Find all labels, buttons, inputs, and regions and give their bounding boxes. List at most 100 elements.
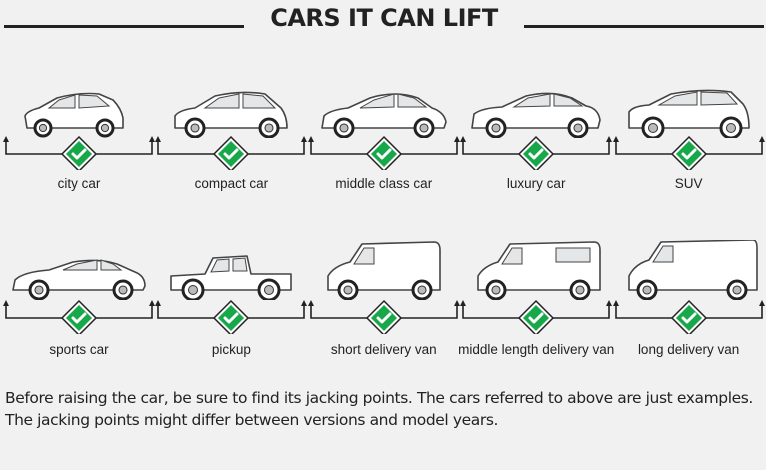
checkmark-icon xyxy=(223,148,239,160)
arrow-up-icon xyxy=(460,300,467,306)
lift-bracket xyxy=(612,135,765,170)
lift-bracket xyxy=(460,135,613,170)
title-bar: CARS IT CAN LIFT xyxy=(0,0,766,40)
checkmark-icon xyxy=(376,312,392,324)
vehicle-card: pickup xyxy=(155,240,308,360)
vehicle-card: compact car xyxy=(155,78,308,198)
arrow-up-icon xyxy=(453,136,460,142)
vehicle-hub xyxy=(343,285,353,295)
lift-bracket xyxy=(155,299,308,334)
title-rule-left xyxy=(4,25,244,28)
lift-bracket xyxy=(460,299,613,334)
arrow-up-icon xyxy=(3,300,9,306)
vehicle-windows xyxy=(352,247,375,265)
arrow-up-icon xyxy=(301,136,308,142)
arrow-up-icon xyxy=(758,136,765,142)
vehicle-card: luxury car xyxy=(460,78,613,198)
vehicle-illustration xyxy=(477,241,601,300)
vehicle-hub xyxy=(575,285,585,295)
vehicle-hub xyxy=(725,123,736,133)
arrow-up-icon xyxy=(612,300,619,306)
arrow-up-icon xyxy=(149,300,155,306)
vehicle-windows xyxy=(210,257,248,273)
vehicle-illustration xyxy=(320,93,447,138)
vehicle-label: middle class car xyxy=(335,176,433,191)
checkmark-icon xyxy=(376,148,392,160)
vehicle-hub xyxy=(732,285,742,295)
arrow-up-icon xyxy=(460,136,467,142)
vehicle-card: short delivery van xyxy=(307,240,460,360)
vehicle-label: compact car xyxy=(194,176,269,191)
vehicle-label: SUV xyxy=(674,176,703,191)
arrow-up-icon xyxy=(155,136,162,142)
lift-bracket xyxy=(307,135,460,170)
vehicle-card: long delivery van xyxy=(612,240,765,360)
arrow-up-icon xyxy=(149,136,155,142)
vehicle-windows xyxy=(656,91,738,106)
vehicle-hub xyxy=(642,285,652,295)
vehicle-illustration xyxy=(471,92,601,138)
vehicle-card: sports car xyxy=(3,240,155,360)
lift-bracket xyxy=(307,299,460,334)
vehicle-hub xyxy=(264,285,275,295)
title-rule-right xyxy=(524,25,764,28)
vehicle-body xyxy=(326,241,441,291)
checkmark-icon xyxy=(528,148,544,160)
vehicle-label: middle length delivery van xyxy=(458,342,615,357)
jacking-points-note: Before raising the car, be sure to find … xyxy=(5,387,761,431)
vehicle-hub xyxy=(491,285,501,295)
vehicle-hub xyxy=(190,123,200,133)
arrow-up-icon xyxy=(606,136,613,142)
vehicle-windows xyxy=(359,93,428,109)
vehicle-hub xyxy=(188,285,199,295)
checkmark-icon xyxy=(71,148,87,160)
lift-bracket xyxy=(155,135,308,170)
checkmark-icon xyxy=(223,312,239,324)
vehicle-windows xyxy=(651,245,674,263)
arrow-up-icon xyxy=(307,300,314,306)
vehicle-illustration xyxy=(174,91,289,138)
vehicle-windows xyxy=(47,94,111,109)
vehicle-windows xyxy=(203,93,277,109)
vehicle-illustration xyxy=(24,92,124,138)
arrow-up-icon xyxy=(758,300,765,306)
vehicle-label: short delivery van xyxy=(330,342,437,357)
vehicle-hub xyxy=(573,123,583,133)
vehicle-windows xyxy=(501,247,591,265)
vehicle-card: SUV xyxy=(612,78,765,198)
vehicle-hub xyxy=(419,123,429,133)
vehicle-label: luxury car xyxy=(506,176,566,191)
vehicle-illustration xyxy=(326,241,441,300)
arrow-up-icon xyxy=(453,300,460,306)
vehicle-card: middle length delivery van xyxy=(458,240,614,360)
vehicle-body xyxy=(170,255,293,291)
vehicle-label: sports car xyxy=(49,342,109,357)
vehicle-card: city car xyxy=(3,78,155,198)
vehicle-card: middle class car xyxy=(307,78,460,198)
vehicle-label: long delivery van xyxy=(637,342,740,357)
arrow-up-icon xyxy=(3,136,9,142)
lift-bracket xyxy=(3,299,155,334)
vehicle-hub xyxy=(118,285,128,295)
checkmark-icon xyxy=(681,148,697,160)
vehicle-hub xyxy=(34,285,44,295)
arrow-up-icon xyxy=(612,136,619,142)
arrow-up-icon xyxy=(307,136,314,142)
vehicle-hub xyxy=(491,123,501,133)
arrow-up-icon xyxy=(155,300,162,306)
note-line-2: The jacking points might differ between … xyxy=(5,411,499,429)
lift-bracket xyxy=(3,135,155,170)
vehicle-hub xyxy=(264,123,274,133)
vehicle-illustration xyxy=(627,240,758,300)
arrow-up-icon xyxy=(301,300,308,306)
vehicle-hub xyxy=(647,123,658,133)
vehicle-illustration xyxy=(12,259,146,300)
vehicle-illustration xyxy=(627,89,750,138)
lift-bracket xyxy=(612,299,765,334)
vehicle-illustration xyxy=(170,255,293,300)
vehicle-hub xyxy=(339,123,349,133)
vehicle-hub xyxy=(417,285,427,295)
checkmark-icon xyxy=(528,312,544,324)
vehicle-hub xyxy=(38,123,48,133)
arrow-up-icon xyxy=(606,300,613,306)
